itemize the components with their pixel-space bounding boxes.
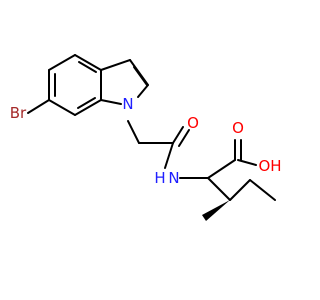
acid-carbonyl: [234, 139, 242, 161]
acid-carbonyl-oxygen-label: O: [232, 119, 244, 137]
alpha-acid-bond: [207, 159, 236, 179]
indole-nitrogen-label: N: [122, 95, 133, 113]
acid-oh-bond: [237, 159, 257, 166]
pyrrole-ring: [100, 59, 149, 105]
methyl-wedge: [202, 200, 230, 221]
amide-nitrogen-label: N: [168, 169, 179, 187]
bromine-bond: [27, 99, 50, 114]
amide-carbonyl: [172, 126, 190, 147]
alpha-beta-bond: [207, 177, 231, 201]
molecule-structure: Br N O N H O OH: [10, 54, 282, 221]
n-ch2-bond: [127, 120, 140, 144]
ethyl-terminal-bond: [249, 179, 276, 201]
beta-ethyl-bond: [229, 179, 251, 201]
amide-oxygen-label: O: [187, 114, 199, 132]
benzene-ring: [48, 54, 102, 116]
acid-hydroxyl-label: OH: [258, 157, 281, 175]
amide-cn-bond: [164, 142, 174, 169]
bromine-label: Br: [10, 104, 27, 122]
amide-hydrogen-label: H: [154, 169, 165, 187]
